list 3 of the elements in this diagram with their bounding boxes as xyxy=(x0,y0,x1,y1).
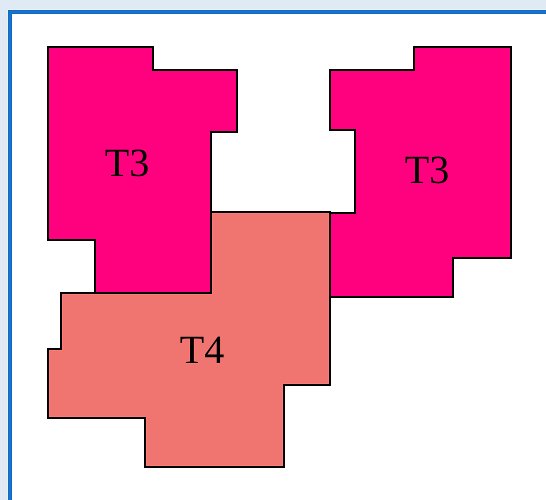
room-label: T3 xyxy=(404,150,450,190)
room-label: T3 xyxy=(104,143,150,183)
room-label: T4 xyxy=(180,330,224,370)
